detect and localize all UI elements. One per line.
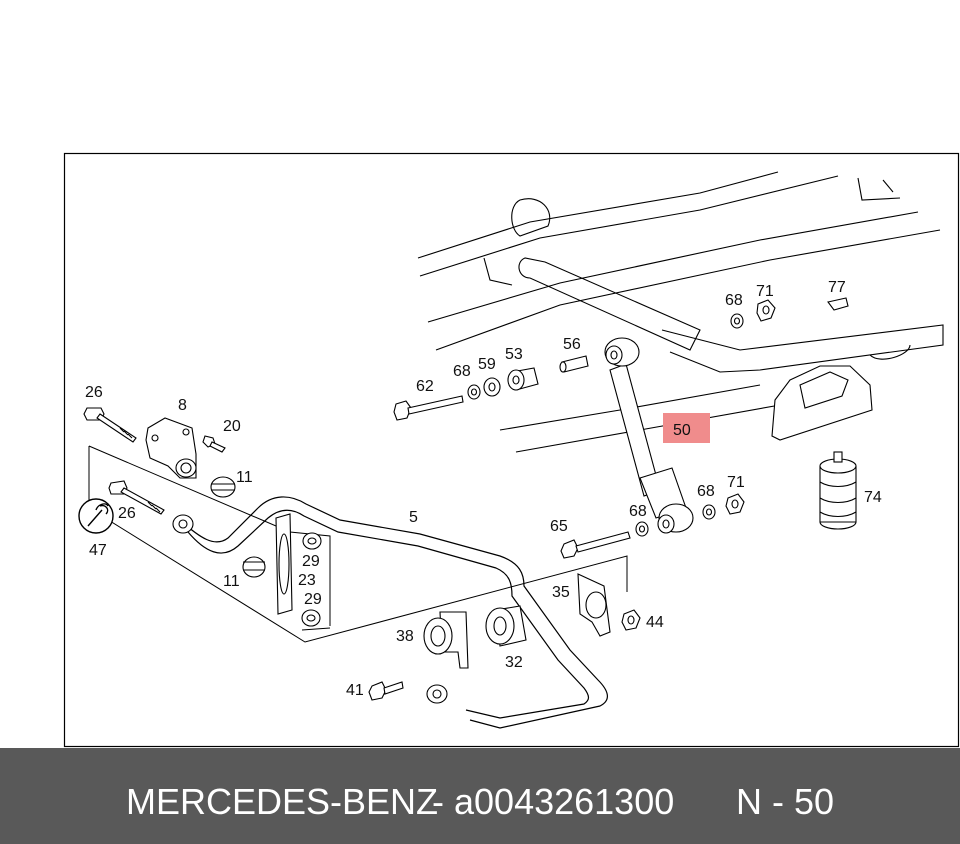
callout-68-a: 68 — [453, 363, 471, 380]
callout-labels: 26 8 20 11 26 47 11 29 23 29 5 62 68 59 … — [85, 279, 882, 699]
callout-8: 8 — [178, 397, 187, 414]
clamp-23 — [275, 513, 293, 615]
bushing-32 — [485, 605, 527, 647]
washer-68-low — [635, 521, 649, 537]
callout-29-top: 29 — [302, 553, 320, 570]
diagram-frame — [63, 152, 960, 748]
stabilizer-panel — [88, 445, 628, 643]
washer-68-top — [730, 313, 744, 329]
callout-26-top: 26 — [85, 384, 103, 401]
footer-bar: MERCEDES-BENZ - a0043261300 N - 50 — [0, 748, 960, 844]
nut-71-right — [725, 493, 745, 515]
washer-68 — [467, 384, 481, 400]
bolt-26-top — [83, 407, 137, 443]
footer-separator: - — [432, 781, 444, 822]
callout-11-low: 11 — [223, 573, 240, 590]
callout-35: 35 — [552, 584, 570, 601]
bracket-8 — [145, 417, 197, 479]
clamp-38 — [423, 611, 469, 669]
bolt-26-mid — [108, 480, 165, 515]
nut-71-top — [756, 299, 776, 322]
brand-name: MERCEDES-BENZ — [126, 781, 439, 822]
nut-29-low — [301, 609, 321, 627]
washer-59 — [483, 377, 501, 397]
nut-29-top — [302, 532, 322, 550]
callout-44: 44 — [646, 614, 664, 631]
callout-38: 38 — [396, 628, 414, 645]
callout-29-low: 29 — [304, 591, 322, 608]
callout-5: 5 — [409, 509, 418, 526]
bolt-41 — [368, 681, 404, 701]
callout-71-b: 71 — [727, 474, 745, 491]
bolt-65 — [560, 531, 631, 559]
stabilizer-bar — [179, 496, 608, 729]
bracket-35 — [577, 573, 611, 637]
callout-77: 77 — [828, 279, 846, 296]
callout-47: 47 — [89, 542, 107, 559]
part-number: a0043261300 — [454, 781, 675, 822]
bushing-53 — [507, 367, 539, 391]
callout-59: 59 — [478, 356, 496, 373]
shock-absorber — [604, 337, 694, 534]
callout-65: 65 — [550, 518, 568, 535]
bump-stop-74 — [819, 451, 857, 530]
callout-62: 62 — [416, 378, 434, 395]
callout-26-mid: 26 — [118, 505, 136, 522]
callout-32: 32 — [505, 654, 523, 671]
callout-20: 20 — [223, 418, 241, 435]
bushing-11-low — [242, 556, 266, 578]
callout-23: 23 — [298, 572, 316, 589]
clip-77 — [827, 297, 849, 311]
callout-50: 50 — [673, 422, 691, 439]
rear-bracket — [771, 365, 873, 441]
sleeve-56 — [559, 355, 589, 373]
bolt-62 — [393, 395, 464, 421]
link-eye-left — [172, 514, 194, 534]
callout-41: 41 — [346, 682, 364, 699]
frame-rails — [417, 171, 944, 453]
nut-44 — [621, 609, 641, 631]
position-reference: N - 50 — [736, 781, 835, 822]
highlight-box — [663, 413, 710, 443]
bolt-20 — [202, 435, 226, 453]
callout-71-a: 71 — [756, 283, 774, 300]
callout-68-d: 68 — [697, 483, 715, 500]
callout-68-b: 68 — [725, 292, 743, 309]
callout-74: 74 — [864, 489, 882, 506]
bushing-11-top — [210, 476, 236, 498]
callout-56: 56 — [563, 336, 581, 353]
washer-68-right — [702, 504, 716, 520]
callout-68-c: 68 — [629, 503, 647, 520]
callout-11-top: 11 — [236, 469, 253, 486]
link-eye-right — [426, 684, 448, 704]
callout-53: 53 — [505, 346, 523, 363]
wrench-47-symbol — [78, 498, 114, 534]
